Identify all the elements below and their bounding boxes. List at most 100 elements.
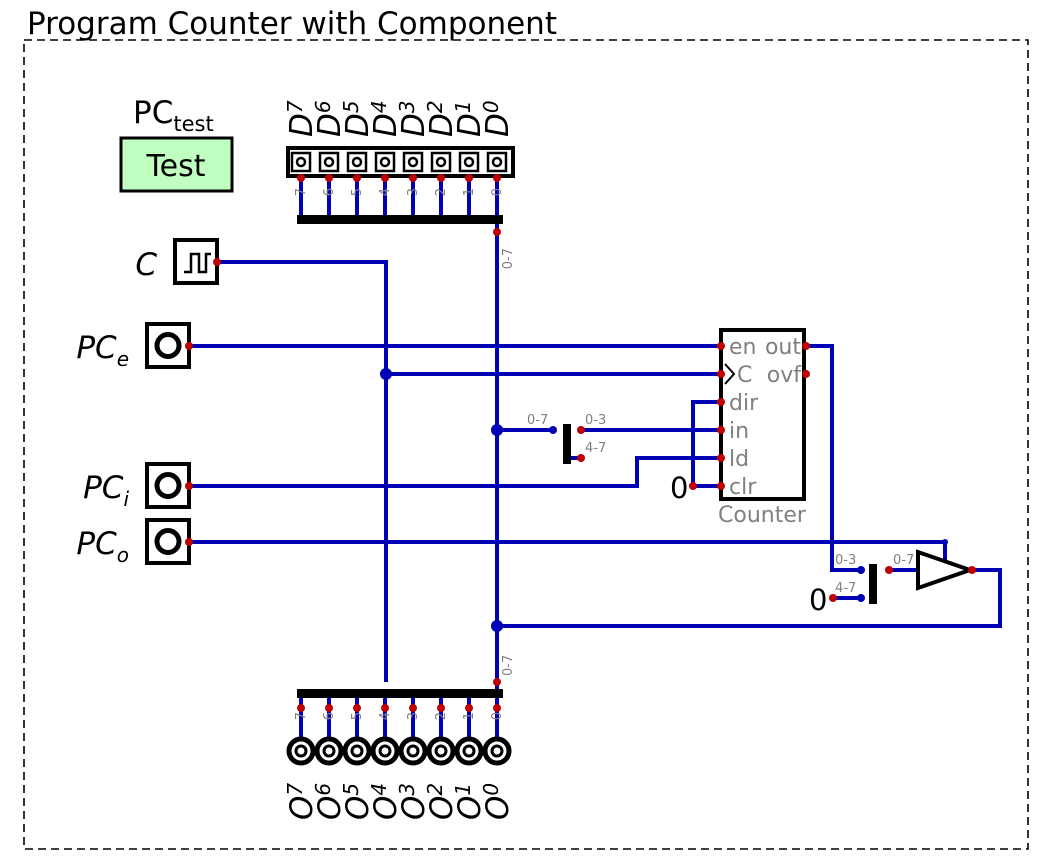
counter-pin-clr: clr	[729, 475, 757, 500]
dip-switch-d5[interactable]	[346, 151, 368, 173]
data-input-stubs: 7 6 5 4 3 2 1 0	[294, 174, 505, 215]
pco-label: PCo	[76, 526, 129, 567]
junction-bus-driver	[491, 620, 503, 632]
pin-label-d1: 1	[462, 188, 477, 196]
splitter-b-out: 0-7	[893, 553, 914, 568]
data-output-leds	[286, 736, 512, 766]
label-o4: O4	[367, 783, 404, 820]
label-d3: D3	[395, 100, 432, 137]
pin-label-d2: 2	[434, 188, 449, 196]
const-upper: 0	[809, 583, 827, 617]
junction-bus-splitter	[491, 424, 503, 436]
label-d0: D0	[479, 100, 516, 137]
label-o0: O0	[479, 783, 516, 820]
led-o2	[426, 736, 456, 766]
led-o7	[286, 736, 316, 766]
dip-switch-d6[interactable]	[318, 151, 340, 173]
label-d6: D6	[311, 100, 348, 137]
pin-label-d7: 7	[294, 188, 309, 196]
pin-label-d5: 5	[350, 188, 365, 196]
pci-label: PCi	[83, 470, 129, 511]
counter-pin-in: in	[729, 419, 749, 444]
label-d1: D1	[451, 100, 488, 137]
dip-switch-d1[interactable]	[458, 151, 480, 173]
led-o4	[370, 736, 400, 766]
pce-input[interactable]	[145, 322, 193, 369]
dip-switch-d0[interactable]	[486, 151, 508, 173]
splitter-a-out2: 4-7	[585, 441, 606, 456]
clock-wire	[217, 260, 388, 682]
label-o7: O7	[283, 783, 320, 820]
pin-label-o2: 2	[434, 712, 449, 720]
pci-wire	[189, 456, 725, 488]
pin-label-d6: 6	[322, 188, 337, 196]
label-d4: D4	[367, 100, 404, 137]
splitter-a: 0-7 0-3 4-7	[527, 413, 606, 464]
dip-switch-d4[interactable]	[374, 151, 396, 173]
pin-label-o5: 5	[350, 712, 365, 720]
pco-input[interactable]	[145, 518, 193, 565]
label-o6: O6	[311, 783, 348, 820]
pci-input[interactable]	[145, 462, 193, 509]
label-d7: D7	[283, 100, 320, 137]
output-splitter-bar	[297, 689, 503, 698]
pin-label-d0: 0	[490, 188, 505, 196]
test-button[interactable]	[119, 136, 234, 193]
label-d5: D5	[339, 100, 376, 137]
led-o0	[482, 736, 512, 766]
pin-label-o7: 7	[294, 712, 309, 720]
splitter-a-in: 0-7	[527, 413, 548, 428]
pin-label-d3: 3	[406, 188, 421, 196]
counter-pin-out: out	[765, 335, 801, 360]
clock-edge-icon	[724, 363, 736, 385]
label-d2: D2	[423, 100, 460, 137]
dir-clr-wire	[691, 400, 725, 488]
junction-clock	[380, 368, 392, 380]
label-o5: O5	[339, 783, 376, 820]
splitter-b-in2: 4-7	[835, 581, 856, 596]
pce-label: PCe	[76, 330, 129, 371]
led-o1	[454, 736, 484, 766]
clock-label: C	[135, 247, 157, 283]
splitter-a-out1: 0-3	[585, 413, 606, 428]
clock-input[interactable]	[173, 238, 221, 285]
dip-switch-d7[interactable]	[290, 151, 312, 173]
splitter-b: 0-3 4-7 0-7	[835, 553, 914, 604]
input-splitter-bar	[297, 215, 503, 224]
label-o2: O2	[423, 783, 460, 820]
junctions	[380, 368, 503, 632]
driver-to-bus-wire	[497, 568, 1002, 628]
pin-label-o1: 1	[462, 712, 477, 720]
dip-switch-d2[interactable]	[430, 151, 452, 173]
bottom-bus-label: 0-7	[501, 655, 516, 676]
const-clr: 0	[670, 471, 688, 505]
counter-pin-c: C	[737, 363, 752, 388]
page-title: Program Counter with Component	[27, 6, 557, 42]
tristate-driver	[916, 539, 977, 591]
label-o3: O3	[395, 783, 432, 820]
label-o1: O1	[451, 783, 488, 820]
splitter-b-in1: 0-3	[835, 553, 856, 568]
led-o5	[342, 736, 372, 766]
test-button-label: Test	[145, 149, 205, 184]
dip-switch-d3[interactable]	[402, 151, 424, 173]
counter-pin-dir: dir	[729, 391, 759, 416]
test-case-label: PCtest	[133, 95, 214, 136]
counter-body	[719, 328, 806, 501]
counter-name: Counter	[718, 503, 807, 528]
clock-icon	[184, 252, 211, 274]
counter-component[interactable]: en C dir in ld clr out ovf Counter	[717, 328, 810, 528]
pin-label-d4: 4	[378, 188, 393, 196]
pin-label-o6: 6	[322, 712, 337, 720]
out-to-merge-wire	[806, 344, 861, 572]
pin-label-o4: 4	[378, 712, 393, 720]
counter-pin-ld: ld	[729, 447, 749, 472]
data-input-switches[interactable]	[286, 146, 515, 178]
counter-pin-ovf: ovf	[767, 363, 802, 388]
led-o3	[398, 736, 428, 766]
test-case[interactable]: PCtest Test	[119, 95, 234, 193]
